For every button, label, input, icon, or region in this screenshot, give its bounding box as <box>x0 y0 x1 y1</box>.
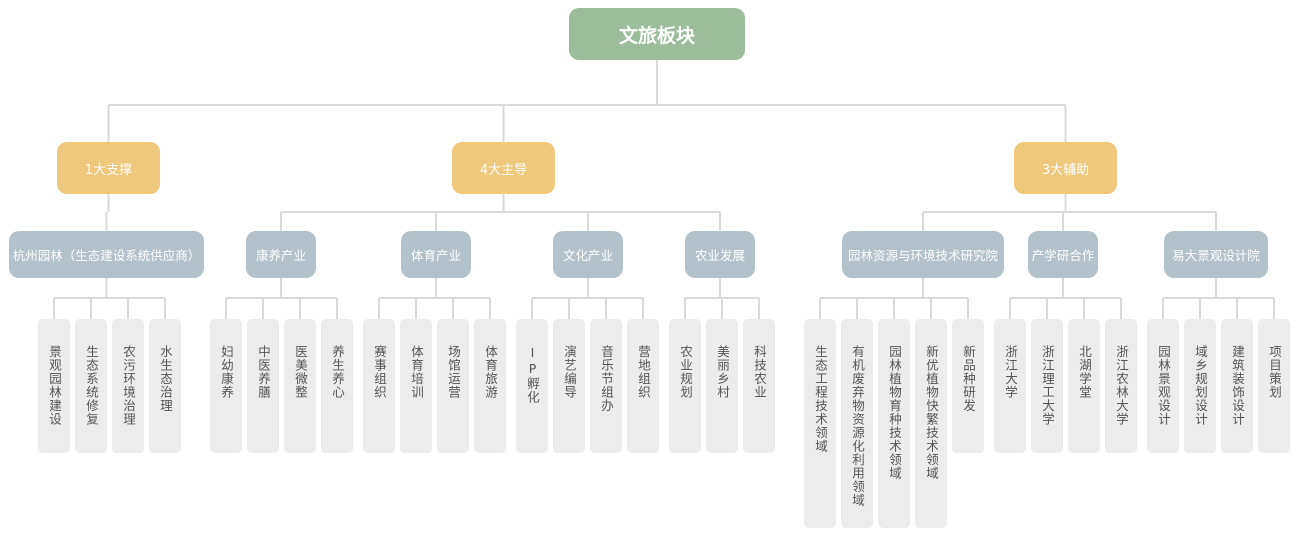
item-label: 园林景观设计 <box>1156 345 1171 426</box>
item-label: 医美微整 <box>293 345 308 399</box>
item-label: 农业规划 <box>678 345 693 399</box>
item-label: 园林植物育种技术领域 <box>887 345 902 480</box>
item-node[interactable]: 浙江理工大学 <box>1031 319 1063 453</box>
item-label: 生态工程技术领域 <box>813 345 828 453</box>
item-label: 营地组织 <box>636 345 651 399</box>
item-label: 养生养心 <box>330 345 345 399</box>
group-node[interactable]: 4大主导 <box>452 142 555 194</box>
item-label: 科技农业 <box>752 345 767 399</box>
item-node[interactable]: 生态工程技术领域 <box>804 319 836 528</box>
item-node[interactable]: 演艺编导 <box>553 319 585 453</box>
item-label: 演艺编导 <box>562 345 577 399</box>
category-node[interactable]: 产学研合作 <box>1028 231 1098 278</box>
item-label: 新品种研发 <box>961 345 976 413</box>
item-node[interactable]: 妇幼康养 <box>210 319 242 453</box>
group-node[interactable]: 1大支撑 <box>57 142 160 194</box>
item-label: 北湖学堂 <box>1077 345 1092 399</box>
item-node[interactable]: 赛事组织 <box>363 319 395 453</box>
item-label: 浙江理工大学 <box>1040 345 1055 426</box>
item-label: 建筑装饰设计 <box>1230 345 1245 426</box>
item-node[interactable]: 新品种研发 <box>952 319 984 453</box>
item-node[interactable]: 有机废弃物资源化利用领域 <box>841 319 873 528</box>
item-node[interactable]: 域乡规划设计 <box>1184 319 1216 453</box>
item-node[interactable]: 中医养膳 <box>247 319 279 453</box>
item-node[interactable]: 建筑装饰设计 <box>1221 319 1253 453</box>
item-label: 水生态治理 <box>158 345 173 413</box>
category-node[interactable]: 杭州园林（生态建设系统供应商） <box>9 231 204 278</box>
category-node[interactable]: 农业发展 <box>685 231 755 278</box>
item-node[interactable]: 农污环境治理 <box>112 319 144 453</box>
item-label: 体育培训 <box>409 345 424 399</box>
item-label: 场馆运营 <box>446 345 461 399</box>
item-node[interactable]: 水生态治理 <box>149 319 181 453</box>
item-node[interactable]: 科技农业 <box>743 319 775 453</box>
item-node[interactable]: 景观园林建设 <box>38 319 70 453</box>
item-node[interactable]: 医美微整 <box>284 319 316 453</box>
item-node[interactable]: 浙江农林大学 <box>1105 319 1137 453</box>
item-node[interactable]: 音乐节组办 <box>590 319 622 453</box>
item-label: 妇幼康养 <box>219 345 234 399</box>
item-label: 美丽乡村 <box>715 345 730 399</box>
item-label: 项目策划 <box>1267 345 1282 399</box>
category-node[interactable]: 易大景观设计院 <box>1164 231 1268 278</box>
item-label: 体育旅游 <box>483 345 498 399</box>
category-node[interactable]: 体育产业 <box>401 231 471 278</box>
item-node[interactable]: 美丽乡村 <box>706 319 738 453</box>
item-label: 农污环境治理 <box>121 345 136 426</box>
item-label: IP孵化 <box>525 345 540 404</box>
item-label: 赛事组织 <box>372 345 387 399</box>
category-node[interactable]: 文化产业 <box>553 231 623 278</box>
item-node[interactable]: 农业规划 <box>669 319 701 453</box>
item-label: 中医养膳 <box>256 345 271 399</box>
item-label: 浙江大学 <box>1003 345 1018 399</box>
item-node[interactable]: 场馆运营 <box>437 319 469 453</box>
item-label: 音乐节组办 <box>599 345 614 413</box>
root-node[interactable]: 文旅板块 <box>569 8 745 60</box>
item-node[interactable]: 体育培训 <box>400 319 432 453</box>
item-node[interactable]: 生态系统修复 <box>75 319 107 453</box>
item-label: 新优植物快繁技术领域 <box>924 345 939 480</box>
item-label: 域乡规划设计 <box>1193 345 1208 426</box>
item-label: 浙江农林大学 <box>1114 345 1129 426</box>
item-label: 有机废弃物资源化利用领域 <box>850 345 865 507</box>
item-label: 生态系统修复 <box>84 345 99 426</box>
item-node[interactable]: 体育旅游 <box>474 319 506 453</box>
item-node[interactable]: 营地组织 <box>627 319 659 453</box>
item-label: 景观园林建设 <box>47 345 62 426</box>
group-node[interactable]: 3大辅助 <box>1014 142 1117 194</box>
item-node[interactable]: 园林景观设计 <box>1147 319 1179 453</box>
item-node[interactable]: 项目策划 <box>1258 319 1290 453</box>
category-node[interactable]: 康养产业 <box>246 231 316 278</box>
item-node[interactable]: 新优植物快繁技术领域 <box>915 319 947 528</box>
item-node[interactable]: IP孵化 <box>516 319 548 453</box>
item-node[interactable]: 园林植物育种技术领域 <box>878 319 910 528</box>
item-node[interactable]: 浙江大学 <box>994 319 1026 453</box>
category-node[interactable]: 园林资源与环境技术研究院 <box>842 231 1004 278</box>
item-node[interactable]: 养生养心 <box>321 319 353 453</box>
item-node[interactable]: 北湖学堂 <box>1068 319 1100 453</box>
